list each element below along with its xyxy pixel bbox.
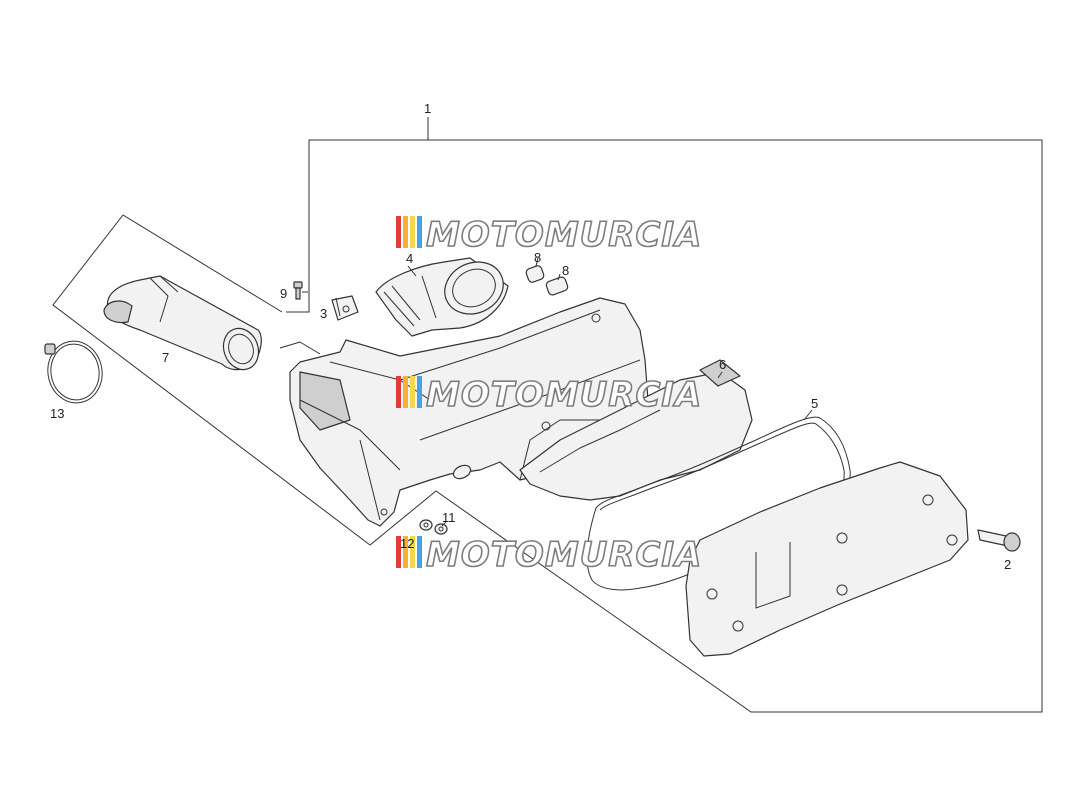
cover-plate-part [685,461,969,657]
watermark-stripe [417,216,422,248]
intake-duct-part [103,275,262,371]
nut-part [434,523,448,535]
callout-labels: 1 2 3 4 5 6 7 8 8 9 11 12 13 [50,101,1011,572]
callout-13: 13 [50,406,64,421]
watermark-text: MOTOMURCIA [426,375,702,415]
watermark-bottom: MOTOMURCIA [396,534,702,576]
callout-8-b: 8 [562,263,569,278]
watermark-stripe [396,216,401,248]
watermark-stripe [410,216,415,248]
plug-part-1 [525,265,545,283]
plug-part-2 [545,276,569,296]
filter-element-part [519,359,753,501]
watermark-middle: MOTOMURCIA [396,374,702,416]
watermark-text: MOTOMURCIA [426,215,702,255]
callout-2: 2 [1004,557,1011,572]
clamp-ring-part [44,340,103,404]
watermark-top: MOTOMURCIA [396,214,702,256]
intake-sleeve-part [375,257,509,337]
callout-11: 11 [442,510,456,525]
watermark-text: MOTOMURCIA [426,535,702,575]
screw-part [293,281,303,300]
watermark-stripe [410,536,415,568]
watermark-stripe [396,536,401,568]
callout-6: 6 [719,357,726,372]
clip-nut-part [331,295,359,321]
watermark-stripe [403,376,408,408]
callout-1: 1 [424,101,431,116]
watermark-stripe [417,376,422,408]
callout-8-a: 8 [534,250,541,265]
watermark-stripe [410,376,415,408]
callout-9: 9 [280,286,287,301]
cover-screw-part [977,529,1021,552]
leader-lines [302,257,813,527]
assembly-outline [52,117,1043,713]
callout-7: 7 [162,350,169,365]
watermark-stripe [403,536,408,568]
watermark-stripe [417,536,422,568]
watermark-stripe [403,216,408,248]
watermark-stripe [396,376,401,408]
callout-12: 12 [400,536,414,551]
callout-3: 3 [320,306,327,321]
callout-5: 5 [811,396,818,411]
washer-part [419,519,433,531]
callout-4: 4 [406,251,413,266]
